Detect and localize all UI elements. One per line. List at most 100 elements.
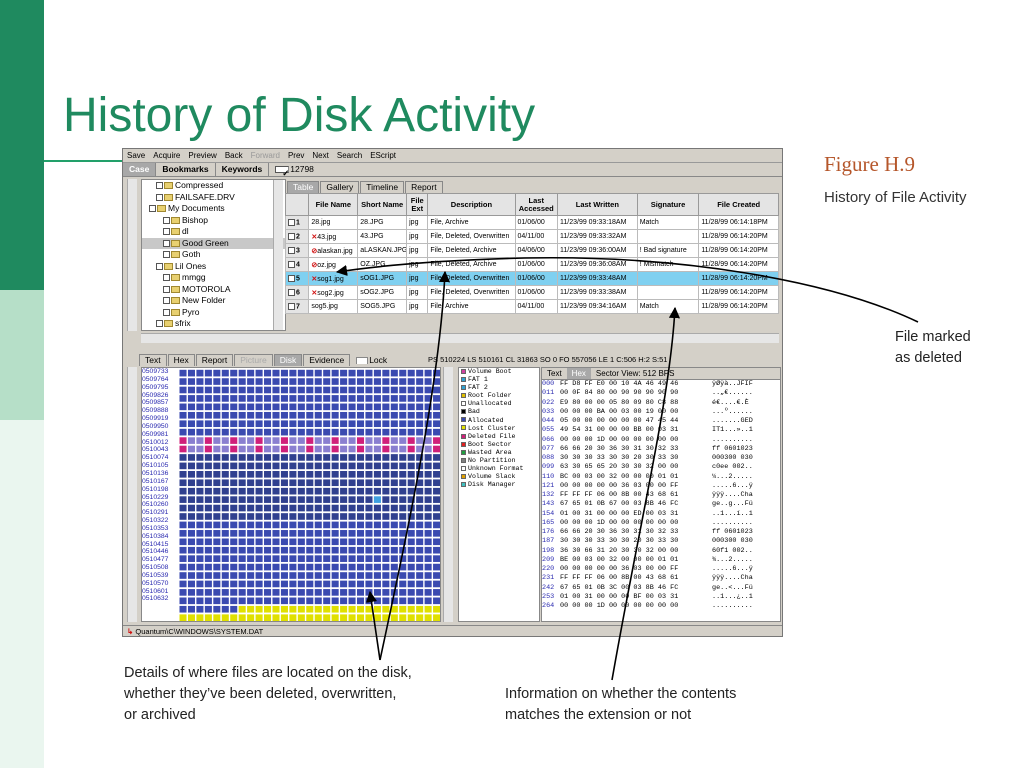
cluster-cell[interactable] (314, 471, 322, 478)
cluster-cell[interactable] (433, 597, 440, 605)
cluster-cell[interactable] (356, 454, 365, 461)
cluster-cell[interactable] (348, 378, 356, 385)
cluster-cell[interactable] (196, 428, 204, 436)
cluster-cell[interactable] (247, 580, 255, 588)
cluster-cell[interactable] (264, 563, 272, 571)
cluster-cell[interactable] (348, 597, 356, 605)
cluster-cell[interactable] (373, 555, 381, 562)
cluster-cell[interactable] (204, 420, 212, 428)
cluster-cell[interactable] (221, 386, 229, 394)
cluster-cell[interactable] (187, 369, 195, 377)
cluster-cell[interactable] (382, 378, 390, 385)
cluster-cell[interactable] (390, 471, 398, 478)
tree-left-scroll[interactable] (127, 179, 137, 331)
cluster-cell[interactable] (238, 521, 246, 529)
cluster-cell[interactable] (356, 521, 365, 529)
cluster-cell[interactable] (280, 420, 288, 428)
cluster-cell[interactable] (238, 580, 246, 588)
cluster-cell[interactable] (407, 513, 415, 520)
cluster-cell[interactable] (373, 605, 381, 613)
cluster-cell[interactable] (323, 487, 331, 495)
cluster-cell[interactable] (196, 395, 204, 402)
checkbox-icon[interactable] (163, 308, 170, 316)
cluster-cell[interactable] (373, 420, 381, 428)
cluster-cell[interactable] (280, 504, 288, 512)
cluster-cell[interactable] (247, 597, 255, 605)
cluster-cell[interactable] (196, 513, 204, 520)
cluster-cell[interactable] (365, 496, 373, 503)
cluster-cell[interactable] (264, 403, 272, 411)
cluster-cell[interactable] (407, 538, 415, 546)
cluster-cell[interactable] (221, 496, 229, 503)
cluster-cell[interactable] (280, 521, 288, 529)
cluster-cell[interactable] (230, 420, 238, 428)
cluster-cell[interactable] (204, 386, 212, 394)
cluster-cell[interactable] (424, 555, 432, 562)
cluster-cell[interactable] (416, 538, 424, 546)
cluster-cell[interactable] (280, 546, 288, 554)
cluster-cell[interactable] (348, 428, 356, 436)
cluster-cell[interactable] (416, 395, 424, 402)
cluster-cell[interactable] (280, 572, 288, 579)
cluster-cell[interactable] (230, 563, 238, 571)
cluster-cell[interactable] (424, 411, 432, 419)
cluster-cell[interactable] (179, 378, 187, 385)
cluster-cell[interactable] (433, 546, 440, 554)
cluster-cell[interactable] (196, 521, 204, 529)
cluster-cell[interactable] (390, 445, 398, 453)
cluster-cell[interactable] (323, 437, 331, 444)
cluster-cell[interactable] (348, 403, 356, 411)
cluster-cell[interactable] (323, 504, 331, 512)
cluster-cell[interactable] (204, 437, 212, 444)
cluster-cell[interactable] (230, 378, 238, 385)
cluster-cell[interactable] (221, 428, 229, 436)
cluster-cell[interactable] (230, 454, 238, 461)
cluster-cell[interactable] (373, 454, 381, 461)
cluster-cell[interactable] (213, 454, 221, 461)
cluster-cell[interactable] (247, 530, 255, 537)
cluster-cell[interactable] (289, 496, 297, 503)
cluster-cell[interactable] (433, 411, 440, 419)
cluster-cell[interactable] (247, 395, 255, 402)
cluster-cell[interactable] (314, 378, 322, 385)
cluster-cell[interactable] (272, 437, 280, 444)
cluster-cell[interactable] (255, 563, 263, 571)
cluster-cell[interactable] (390, 403, 398, 411)
cluster-cell[interactable] (238, 462, 246, 470)
cluster-cell[interactable] (314, 521, 322, 529)
cluster-cell[interactable] (433, 395, 440, 402)
cluster-cell[interactable] (314, 555, 322, 562)
cluster-cell[interactable] (230, 411, 238, 419)
cluster-cell[interactable] (433, 589, 440, 596)
cluster-cell[interactable] (390, 546, 398, 554)
cluster-cell[interactable] (340, 471, 348, 478)
cluster-cell[interactable] (390, 530, 398, 537)
cluster-cell[interactable] (407, 555, 415, 562)
cluster-cell[interactable] (306, 403, 314, 411)
cluster-cell[interactable] (340, 403, 348, 411)
cluster-cell[interactable] (407, 589, 415, 596)
cluster-cell[interactable] (179, 395, 187, 402)
cluster-cell[interactable] (382, 420, 390, 428)
cluster-cell[interactable] (382, 605, 390, 613)
cluster-cell[interactable] (424, 428, 432, 436)
cluster-cell[interactable] (247, 513, 255, 520)
cluster-cell[interactable] (187, 513, 195, 520)
cluster-cell[interactable] (238, 538, 246, 546)
cluster-cell[interactable] (213, 555, 221, 562)
cluster-cell[interactable] (264, 386, 272, 394)
cluster-cell[interactable] (424, 471, 432, 478)
cluster-cell[interactable] (187, 411, 195, 419)
cluster-cell[interactable] (399, 428, 407, 436)
cluster-cell[interactable] (373, 513, 381, 520)
cluster-cell[interactable] (179, 563, 187, 571)
cluster-cell[interactable] (348, 555, 356, 562)
cluster-cell[interactable] (255, 496, 263, 503)
cluster-cell[interactable] (306, 546, 314, 554)
cluster-cell[interactable] (179, 605, 187, 613)
cluster-cell[interactable] (264, 605, 272, 613)
